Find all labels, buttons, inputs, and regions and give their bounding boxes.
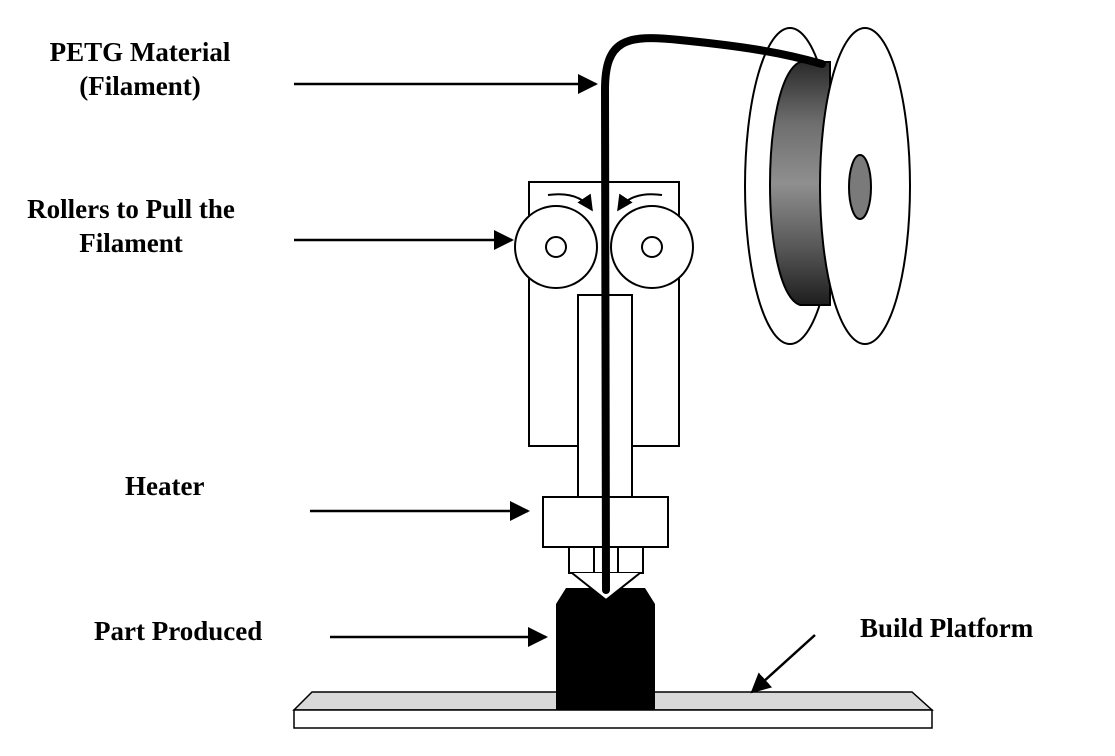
right-roller-axle [641,236,663,258]
rollers-label: Rollers to Pull the Filament [0,192,262,260]
platform-arrow [750,634,816,694]
spool-hub [848,154,872,220]
build-platform-front [293,709,933,729]
heater-label: Heater [125,471,205,501]
left-roller-rotation-arrow [547,193,593,212]
build-platform-label: Build Platform [860,613,1034,643]
part-produced [556,588,655,710]
part-produced-label: Part Produced [94,616,263,646]
rollers-label-line2: Filament [79,228,183,258]
petg-label-line2: (Filament) [79,71,201,101]
right-roller-rotation-arrow [617,193,663,212]
petg-label: PETG Material (Filament) [20,35,260,103]
filament [600,34,826,594]
left-roller-axle [545,236,567,258]
spool-filament-wind [769,61,831,306]
rollers-label-line1: Rollers to Pull the [27,194,235,224]
petg-label-line1: PETG Material [49,37,231,67]
